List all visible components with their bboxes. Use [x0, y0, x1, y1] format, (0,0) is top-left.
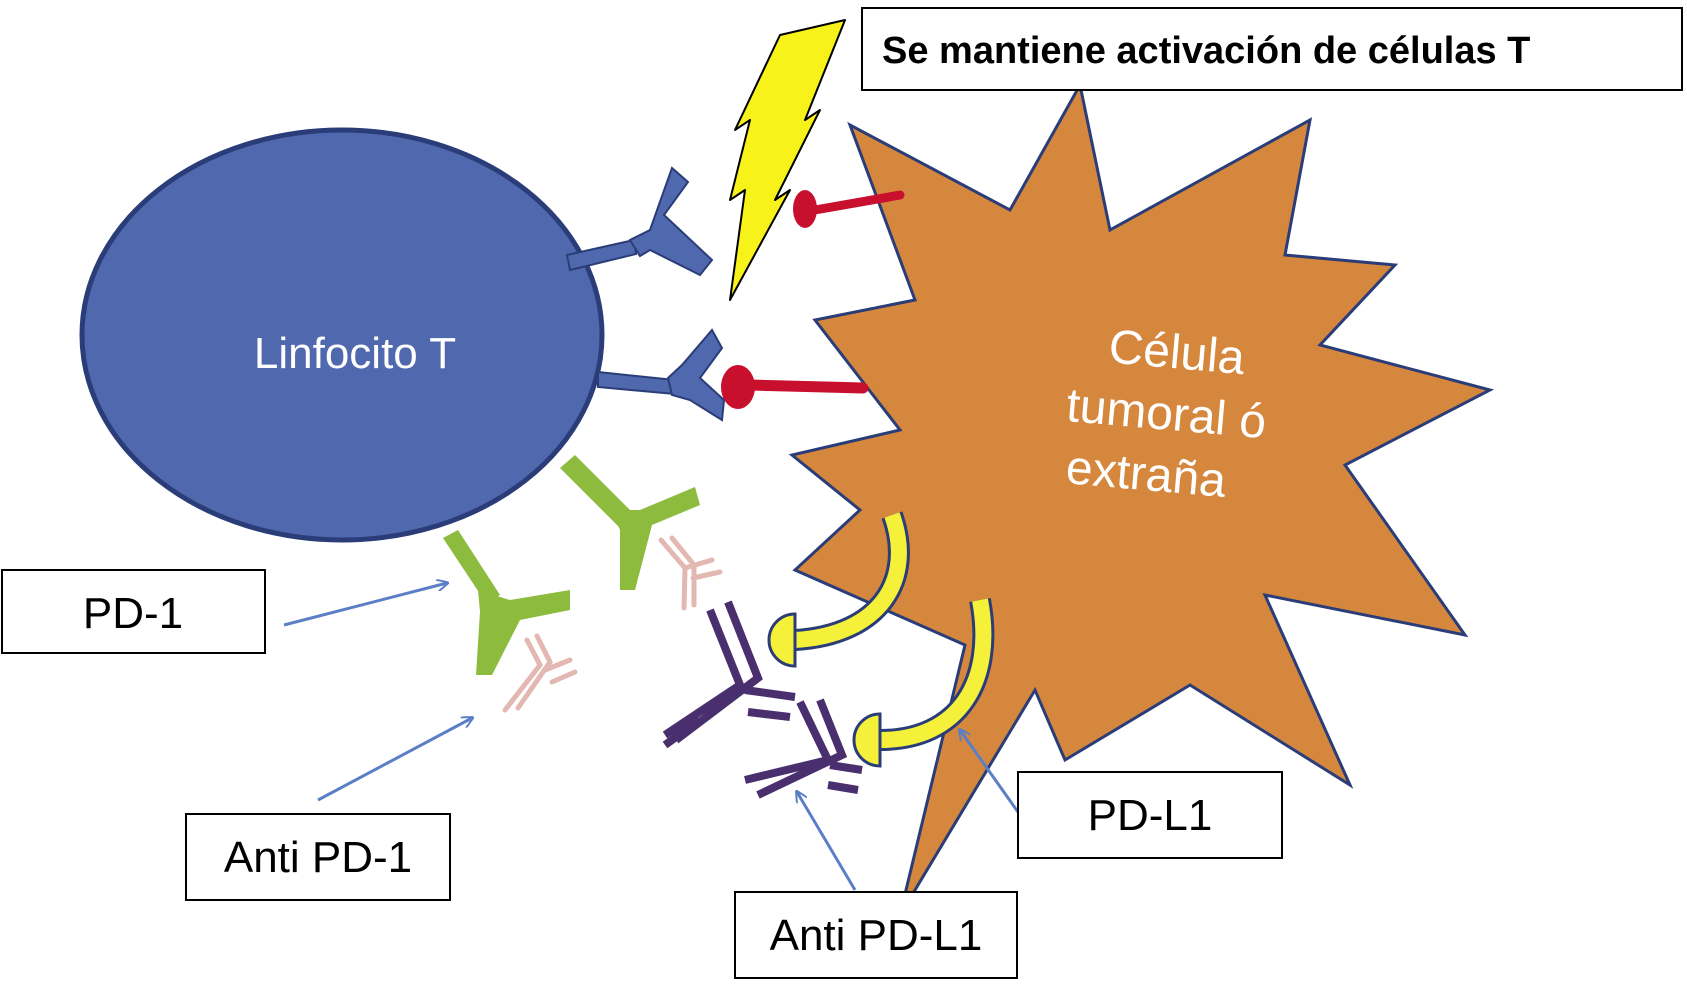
tumor-label-line1: Célula — [1107, 320, 1247, 385]
anti-pdl1-antibody-lower — [744, 698, 863, 799]
pd1-callout-box — [1, 569, 266, 654]
anti-pdl1-antibody-upper — [662, 600, 796, 749]
anti-pdl1-arrow — [797, 792, 857, 891]
anti-pd1-antibody-upper — [658, 535, 723, 611]
tcr-receptor-top — [565, 166, 714, 277]
anti-pdl1-callout-box — [734, 891, 1018, 979]
anti-pdl1-callout: Anti PD-L1 — [770, 911, 983, 960]
lymphocyte-t-cell — [79, 127, 605, 543]
tcr-receptor-bottom — [597, 328, 726, 422]
activation-title-box — [861, 7, 1683, 91]
pd1-receptor-lower — [443, 530, 570, 675]
lymphocyte-label: Linfocito T — [254, 329, 456, 378]
pd1-receptor-upper — [560, 455, 700, 590]
activation-title: Se mantiene activación de células T — [882, 30, 1530, 72]
pdl1-callout: PD-L1 — [1088, 791, 1213, 840]
anti-pd1-arrow — [317, 718, 472, 802]
anti-pd1-antibody-lower — [502, 633, 578, 713]
anti-pd1-callout: Anti PD-1 — [224, 833, 412, 882]
pdl1-ligand-lower — [852, 597, 995, 768]
pdl1-ligand-upper — [767, 511, 910, 668]
mhc-ligand-bottom — [721, 365, 869, 409]
activation-lightning-icon — [729, 19, 846, 301]
anti-pd1-callout-box — [185, 813, 451, 901]
pdl1-callout-box — [1017, 771, 1283, 859]
pd1-arrow — [283, 583, 447, 627]
tumor-label: Célula tumoral ó extraña — [1064, 320, 1268, 508]
mhc-ligand-top — [793, 190, 905, 228]
pdl1-arrow — [960, 730, 1020, 813]
pd1-callout: PD-1 — [83, 589, 183, 638]
